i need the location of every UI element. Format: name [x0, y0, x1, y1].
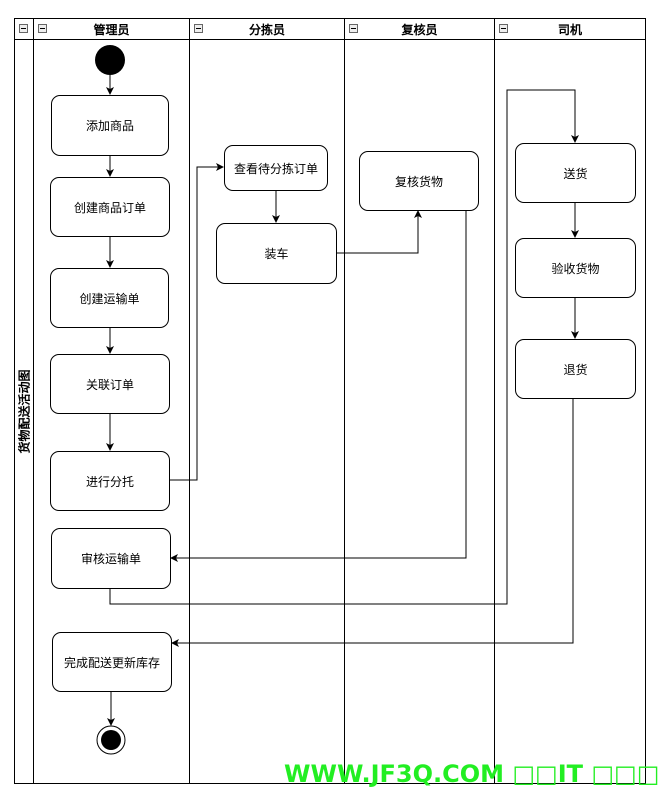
node-link-order[interactable]: 关联订单 [50, 354, 170, 414]
watermark: WWW.JF3Q.COM □□IT □□□□ [284, 760, 658, 788]
collapse-lane-icon[interactable] [499, 24, 508, 33]
edge-split-view [169, 163, 224, 481]
collapse-pool-icon[interactable] [19, 24, 28, 33]
node-deliver[interactable]: 送货 [515, 143, 636, 203]
end-node-inner [101, 730, 121, 750]
collapse-lane-icon[interactable] [194, 24, 203, 33]
lane-title: 司机 [557, 22, 582, 37]
edge-load-recheck [336, 210, 422, 254]
node-complete-delivery[interactable]: 完成配送更新库存 [52, 632, 172, 692]
node-add-product[interactable]: 添加商品 [51, 95, 169, 156]
lane-header-admin: 管理员 [33, 18, 190, 40]
start-node [95, 45, 125, 75]
lane-header-sorter: 分拣员 [189, 18, 345, 40]
node-create-shipping-order[interactable]: 创建运输单 [50, 268, 169, 328]
edge-review-deliver [109, 89, 579, 605]
lane-title: 管理员 [93, 22, 130, 37]
node-split-order[interactable]: 进行分托 [50, 451, 170, 511]
lane-header-driver: 司机 [494, 18, 646, 40]
node-load-truck[interactable]: 装车 [216, 223, 337, 284]
lane-title: 复核员 [401, 22, 438, 37]
collapse-lane-icon[interactable] [38, 24, 47, 33]
node-accept-goods[interactable]: 验收货物 [515, 238, 636, 298]
node-review-shipping-order[interactable]: 审核运输单 [51, 528, 171, 589]
node-create-product-order[interactable]: 创建商品订单 [50, 177, 170, 237]
edge-return-complete [171, 398, 574, 647]
node-recheck-goods[interactable]: 复核货物 [359, 151, 479, 211]
node-view-pending-orders[interactable]: 查看待分拣订单 [224, 145, 328, 191]
edge-recheck-review [170, 210, 467, 562]
lane-title: 分拣员 [248, 22, 285, 37]
node-return-goods[interactable]: 退货 [515, 339, 636, 399]
lane-header-reviewer: 复核员 [344, 18, 495, 40]
collapse-lane-icon[interactable] [349, 24, 358, 33]
